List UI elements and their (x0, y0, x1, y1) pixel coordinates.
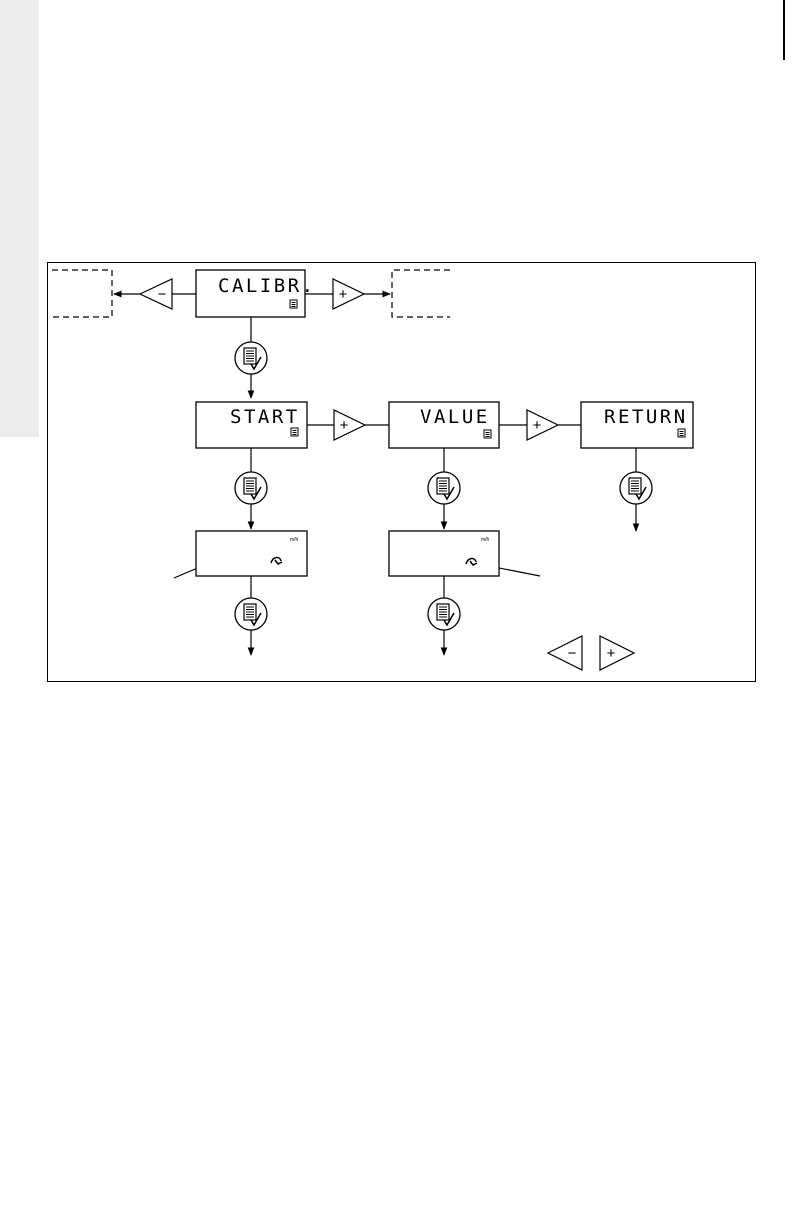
plus-key-main: + (333, 279, 364, 309)
lcd-value-reading: m/h (389, 531, 499, 576)
svg-text:START: START (230, 406, 300, 428)
svg-text:+: + (339, 286, 348, 303)
enter-key-icon (235, 472, 267, 504)
svg-text:m/h: m/h (290, 537, 299, 543)
svg-text:RETURN: RETURN (604, 406, 688, 428)
lcd-start-reading: m/h (196, 531, 307, 576)
connector-lines (114, 294, 636, 655)
legend-minus-key: − (548, 636, 582, 670)
plus-key-start: + (334, 410, 365, 440)
svg-text:CALIBR.: CALIBR. (218, 275, 316, 297)
lcd-value: VALUE (389, 402, 499, 448)
svg-text:−: − (568, 645, 577, 662)
lcd-calibr: CALIBR. (196, 270, 316, 317)
svg-text:m/h: m/h (481, 537, 490, 543)
svg-text:+: + (607, 645, 616, 662)
plus-key-value: + (527, 410, 558, 440)
legend-plus-key: + (600, 636, 634, 670)
lcd-return: RETURN (581, 402, 693, 448)
svg-text:VALUE: VALUE (420, 406, 490, 428)
enter-key-icon (620, 472, 652, 504)
svg-text:−: − (158, 286, 167, 303)
svg-text:+: + (340, 417, 349, 434)
enter-key-icon (428, 598, 460, 630)
enter-key-icon (428, 472, 460, 504)
lcd-start: START (196, 402, 307, 448)
minus-key-main: − (140, 279, 172, 309)
enter-key-icon (235, 598, 267, 630)
enter-key-icon (235, 342, 267, 374)
svg-text:+: + (533, 417, 542, 434)
